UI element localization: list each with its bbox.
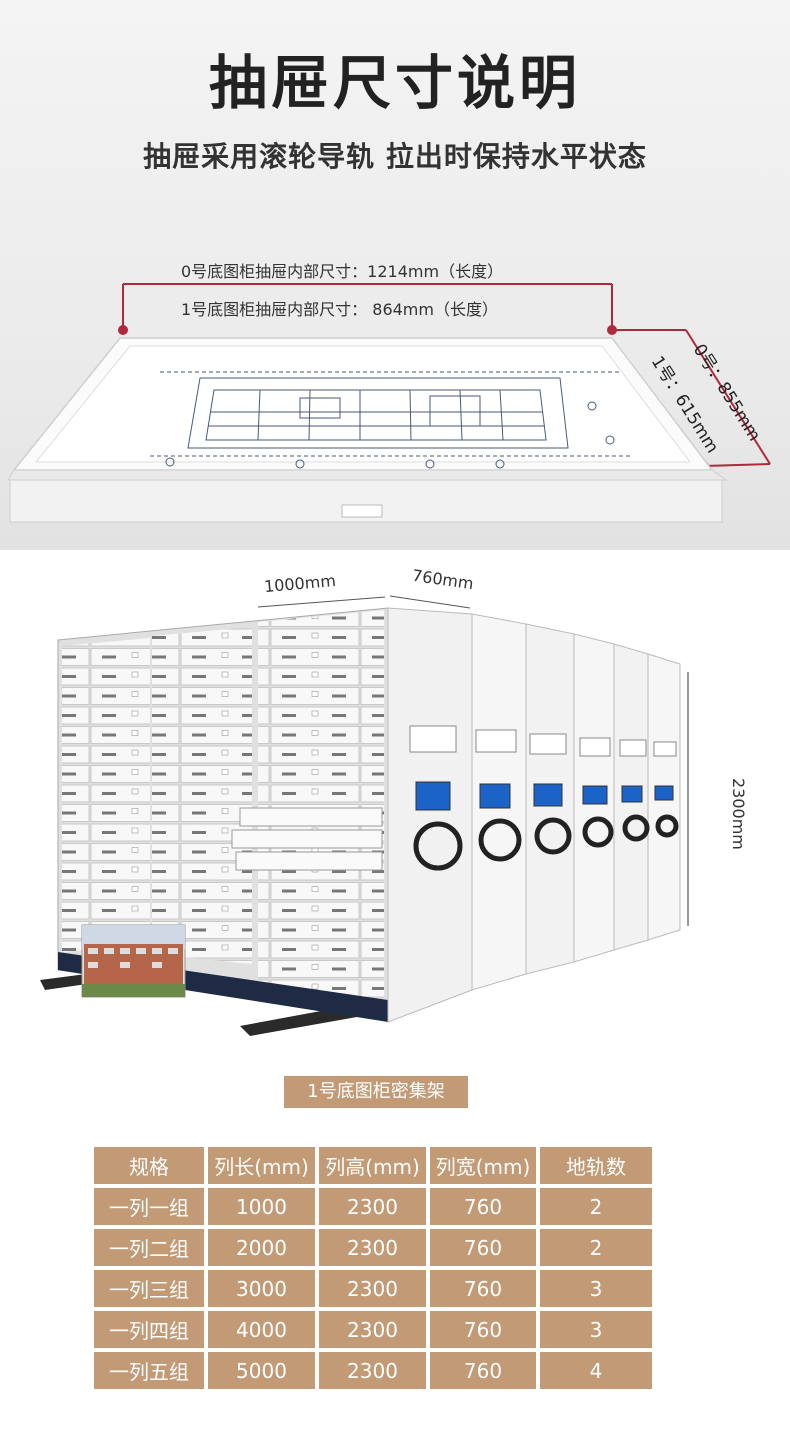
table-cell: 2 (540, 1188, 652, 1225)
control-panel-screens (415, 781, 674, 811)
length-label-1: 1号底图柜抽屉内部尺寸： 864mm（长度） (181, 300, 498, 319)
table-cell: 一列四组 (94, 1311, 204, 1348)
handwheels (413, 814, 679, 871)
table-cell: 2300 (319, 1188, 426, 1225)
table-cell: 一列一组 (94, 1188, 204, 1225)
product-caption: 1号底图柜密集架 (284, 1076, 468, 1108)
header-cell: 规格 (94, 1147, 204, 1184)
table-cell: 760 (430, 1229, 536, 1266)
header-cell: 列长(mm) (208, 1147, 315, 1184)
table-row: 一列四组 4000 2300 760 3 (94, 1311, 652, 1348)
table-row: 一列一组 1000 2300 760 2 (94, 1188, 652, 1225)
label-holders (409, 725, 677, 757)
table-row: 一列二组 2000 2300 760 2 (94, 1229, 652, 1266)
cabinet-height-label: 2300mm (729, 778, 748, 850)
table-cell: 4000 (208, 1311, 315, 1348)
table-header-row: 规格 列长(mm) 列高(mm) 列宽(mm) 地轨数 (94, 1147, 652, 1184)
table-cell: 一列五组 (94, 1352, 204, 1389)
table-cell: 4 (540, 1352, 652, 1389)
blueprint-drawing (150, 371, 632, 469)
table-row: 一列三组 3000 2300 760 3 (94, 1270, 652, 1307)
table-cell: 760 (430, 1270, 536, 1307)
length-label-0: 0号底图柜抽屉内部尺寸：1214mm（长度） (181, 262, 504, 281)
header-cell: 地轨数 (540, 1147, 652, 1184)
table-cell: 2000 (208, 1229, 315, 1266)
table-row: 一列五组 5000 2300 760 4 (94, 1352, 652, 1389)
table-cell: 2300 (319, 1270, 426, 1307)
table-cell: 5000 (208, 1352, 315, 1389)
table-cell: 760 (430, 1188, 536, 1225)
table-cell: 2300 (319, 1352, 426, 1389)
page-title: 抽屉尺寸说明 (208, 49, 581, 117)
page-subtitle: 抽屉采用滚轮导轨 拉出时保持水平状态 (143, 140, 647, 173)
drawer-illustration (7, 283, 771, 523)
table-cell: 3000 (208, 1270, 315, 1307)
header-cell: 列高(mm) (319, 1147, 426, 1184)
table-cell: 3 (540, 1270, 652, 1307)
table-cell: 2300 (319, 1229, 426, 1266)
table-cell: 一列三组 (94, 1270, 204, 1307)
table-cell: 一列二组 (94, 1229, 204, 1266)
table-cell: 1000 (208, 1188, 315, 1225)
table-cell: 760 (430, 1352, 536, 1389)
table-cell: 2300 (319, 1311, 426, 1348)
building-photo (81, 924, 186, 998)
table-cell: 3 (540, 1311, 652, 1348)
spec-table: 规格 列长(mm) 列高(mm) 列宽(mm) 地轨数 一列一组 1000 23… (90, 1143, 656, 1393)
header-cell: 列宽(mm) (430, 1147, 536, 1184)
table-cell: 760 (430, 1311, 536, 1348)
mobile-shelving-illustration (40, 595, 689, 1036)
table-cell: 2 (540, 1229, 652, 1266)
